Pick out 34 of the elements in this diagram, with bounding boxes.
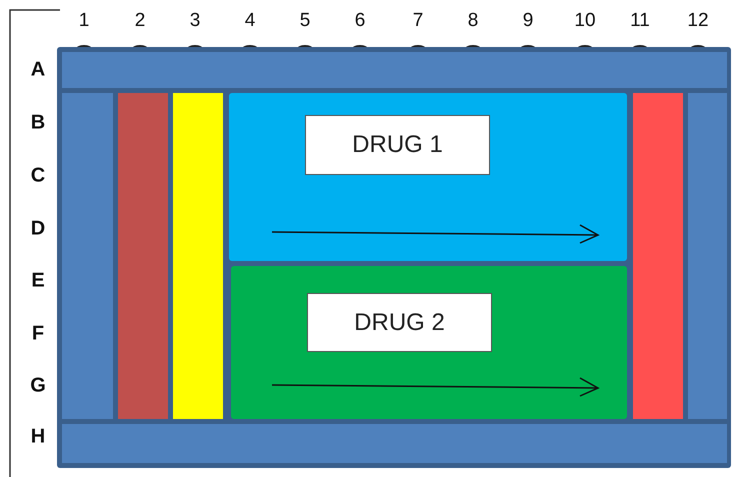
drug-label: DRUG 2 (354, 308, 445, 336)
top-band (62, 52, 727, 88)
row-letter: G (30, 374, 46, 398)
row-letter: B (30, 112, 46, 134)
column-number: 2 (134, 10, 146, 32)
column-number: 11 (630, 10, 650, 32)
drug-label: DRUG 1 (352, 131, 443, 159)
drug-label-box (305, 115, 490, 175)
column-band (173, 93, 223, 419)
column-number: 10 (574, 10, 596, 32)
row-letter: H (30, 426, 46, 448)
column-number: 12 (687, 10, 709, 32)
row-letter: C (30, 164, 46, 188)
row-letter: E (31, 270, 45, 292)
row-letter: A (30, 58, 46, 82)
drug-label-box (307, 293, 492, 352)
column-number: 4 (244, 10, 256, 32)
column-number: 8 (468, 10, 478, 32)
bottom-band (62, 424, 727, 463)
column-number: 9 (522, 10, 534, 32)
treatment-region (229, 93, 627, 261)
left-column-band (62, 93, 113, 419)
plate-outline (57, 47, 731, 468)
row-letter: F (32, 322, 44, 346)
column-number: 1 (78, 10, 90, 32)
column-number: 7 (412, 10, 424, 32)
column-band (118, 93, 168, 419)
treatment-region (231, 266, 627, 419)
column-number: 6 (354, 10, 366, 32)
right-column-band (688, 93, 727, 419)
column-band (633, 93, 683, 419)
column-number: 3 (190, 10, 200, 32)
column-number: 5 (300, 10, 310, 32)
row-letter: D (30, 218, 46, 240)
